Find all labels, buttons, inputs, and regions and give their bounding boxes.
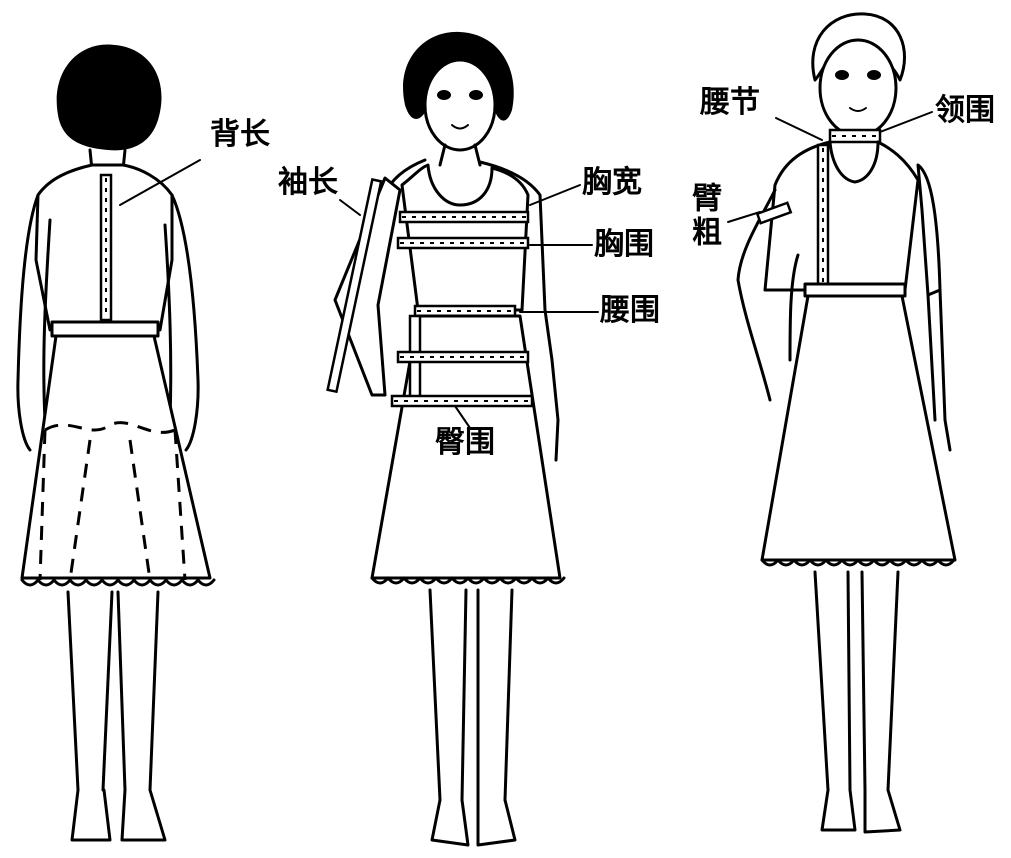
right-view-face <box>818 38 898 138</box>
right-view-figure <box>727 12 957 834</box>
back-view-hair <box>56 44 162 151</box>
waist-section-tape <box>816 143 830 287</box>
back-length-label: 背长 <box>210 117 270 152</box>
right-view-blouse <box>763 140 920 292</box>
waist-section-label: 腰节 <box>700 85 760 120</box>
front-view-figure <box>326 31 599 847</box>
neck-label: 领围 <box>935 93 995 128</box>
waist-label: 腰围 <box>600 293 660 328</box>
front-view-legs <box>428 588 514 802</box>
right-view-legs <box>813 570 900 792</box>
arm-girth-tape <box>755 201 793 225</box>
front-view-face <box>423 58 497 152</box>
back-length-tape <box>99 173 113 322</box>
back-view-skirt <box>20 334 212 580</box>
sleeve-length-label: 袖长 <box>278 165 338 200</box>
back-view-legs <box>66 590 160 792</box>
chest-width-label: 胸宽 <box>582 165 642 200</box>
sleeve-length-tape <box>326 178 383 394</box>
hip-tape <box>390 394 534 408</box>
hip-label: 臀围 <box>435 425 495 460</box>
back-view-figure <box>16 44 216 842</box>
front-view-left-arm <box>333 176 402 397</box>
arm-girth-label: 臂粗 <box>686 182 721 250</box>
bust-label: 胸围 <box>594 227 654 262</box>
